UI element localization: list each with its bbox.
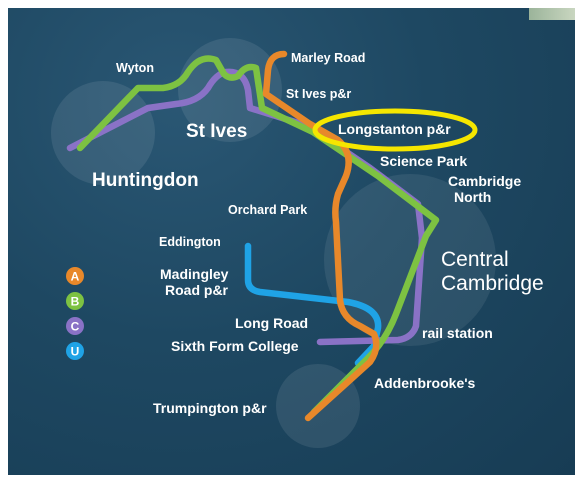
legend-letter-u: U [71,345,80,359]
stop-label-long-road-line1: Long Road [235,315,308,331]
stop-label-eddington: Eddington [159,235,221,249]
stop-label-long-road-line2: Sixth Form College [171,338,299,354]
legend-letter-c: C [71,320,80,334]
stop-label-madingley-line1: Madingley [160,266,229,282]
stop-label-central-line1: Central [441,248,509,271]
legend-item-u: U [66,342,84,360]
legend-dot-c [66,317,84,335]
route-line-b [76,55,440,416]
stop-label-madingley-line2: Road p&r [165,282,229,298]
stop-label-marley-road: Marley Road [291,51,365,65]
stop-label-trumpington-pr: Trumpington p&r [153,400,267,416]
legend-letter-b: B [71,295,80,309]
legend-dot-u [66,342,84,360]
legend-letter-a: A [71,270,80,284]
background-photo-corner [529,8,575,20]
stop-label-st-ives: St Ives [186,121,247,142]
stop-label-wyton: Wyton [116,61,154,75]
legend-item-c: C [66,317,84,335]
stop-label-addenbrookes: Addenbrooke's [374,375,476,391]
route-legend: A B C U [66,267,84,360]
map-canvas: Wyton Marley Road St Ives p&r St Ives Lo… [51,38,544,448]
area-central-cambridge [324,174,496,346]
legend-item-a: A [66,267,84,285]
route-line-a [262,50,380,422]
stop-label-science-park: Science Park [380,153,467,169]
highlight-ellipse-longstanton [312,108,478,152]
stop-label-central-line2: Cambridge [441,272,544,295]
legend-dot-b [66,292,84,310]
stop-label-cambridge-north-line2: North [454,189,491,205]
stop-label-rail-station: rail station [422,325,493,341]
stop-label-cambridge-north-line1: Cambridge [448,173,521,189]
stop-labels: Wyton Marley Road St Ives p&r St Ives Lo… [92,51,544,416]
stop-label-huntingdon: Huntingdon [92,170,199,191]
route-line-c [66,68,426,346]
area-st-ives [178,38,282,142]
busway-map: Wyton Marley Road St Ives p&r St Ives Lo… [8,8,575,475]
stop-label-orchard-park: Orchard Park [228,203,307,217]
legend-item-b: B [66,292,84,310]
legend-dot-a [66,267,84,285]
area-circles [51,38,496,448]
stop-label-st-ives-pr: St Ives p&r [286,87,351,101]
stop-label-longstanton-pr: Longstanton p&r [338,121,451,137]
route-line-u [244,242,382,367]
